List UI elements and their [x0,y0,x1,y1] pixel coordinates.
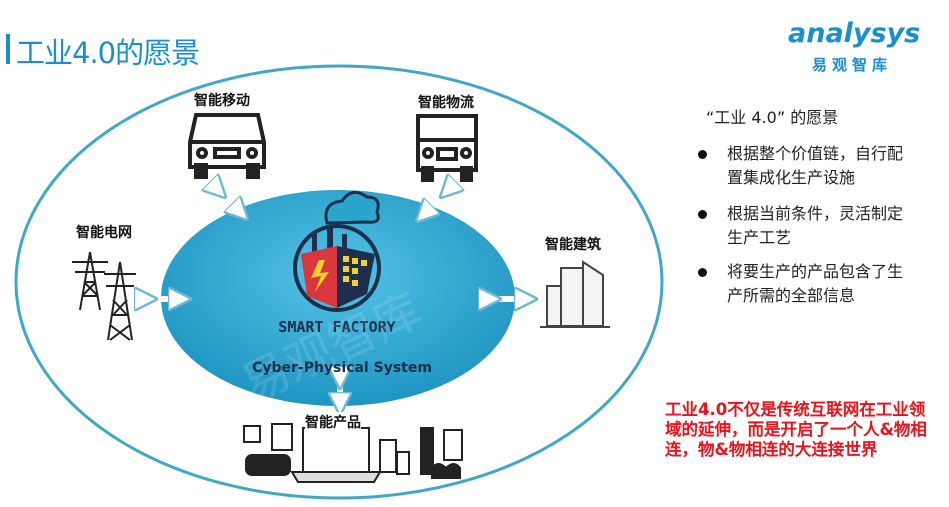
side-heading: “工业 4.0” 的愿景 [706,108,839,127]
devices-icon [243,423,463,483]
page-title: 工业4.0的愿景 [16,36,200,70]
bullet-dot-icon [698,210,707,219]
node-label-logistics: 智能物流 [418,95,474,111]
brand-logo-cn: 易观智库 [812,56,893,74]
cps-label: Cyber-Physical System [252,360,432,376]
building-icon [540,260,610,328]
truck-icon [416,114,478,182]
bullet-dot-icon [698,150,707,159]
node-label-mobility: 智能移动 [194,93,250,109]
outer-ellipse [14,64,664,500]
highlight-statement: 工业4.0不仅是传统互联网在工业领域的延伸，而是开启了一个人&物相连，物&物相连… [665,400,927,459]
bullet-item: 将要生产的产品包含了生产所需的全部信息 [698,260,913,308]
smart-factory-icon [293,190,381,312]
node-label-product: 智能产品 [305,412,361,432]
node-label-building: 智能建筑 [545,237,601,253]
node-label-grid: 智能电网 [76,225,132,241]
bullet-item: 根据整个价值链，自行配置集成化生产设施 [698,142,913,190]
bullet-dot-icon [698,268,707,277]
connection-arrows [146,190,526,404]
title-accent-bar [6,34,10,64]
power-tower-icon [72,251,136,341]
bullet-item: 根据当前条件，灵活制定生产工艺 [698,202,913,250]
brand-logo: analysys [788,18,921,49]
smart-factory-text: SMART FACTORY [278,318,395,336]
car-icon [188,113,266,179]
